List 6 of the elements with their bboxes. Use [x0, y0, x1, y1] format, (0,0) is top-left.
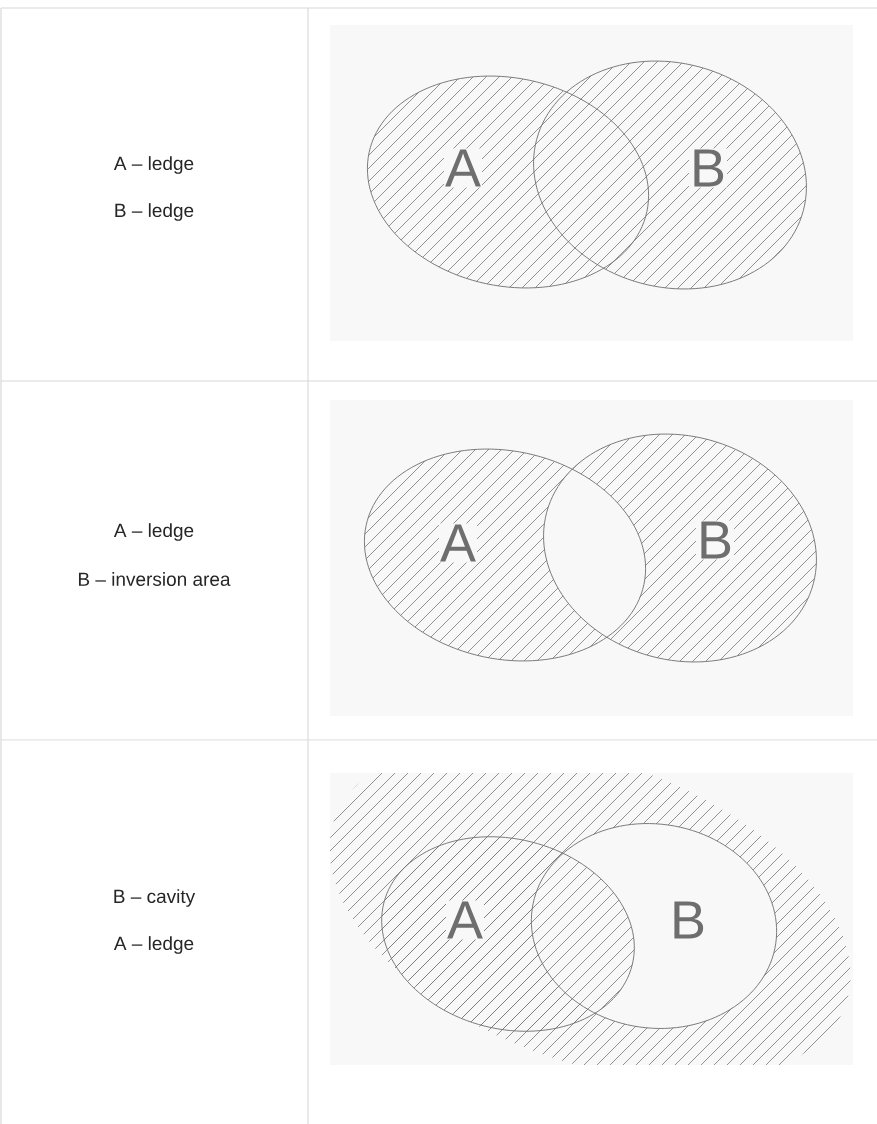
- cell-text: B – inversion area: [79, 572, 231, 586]
- cell-text: A – ledge: [113, 156, 194, 174]
- cell-text: A – ledge: [113, 936, 194, 954]
- cell-text: B – cavity: [114, 889, 196, 907]
- cell-text: A – ledge: [113, 523, 194, 541]
- cell-text: B – ledge: [115, 203, 194, 221]
